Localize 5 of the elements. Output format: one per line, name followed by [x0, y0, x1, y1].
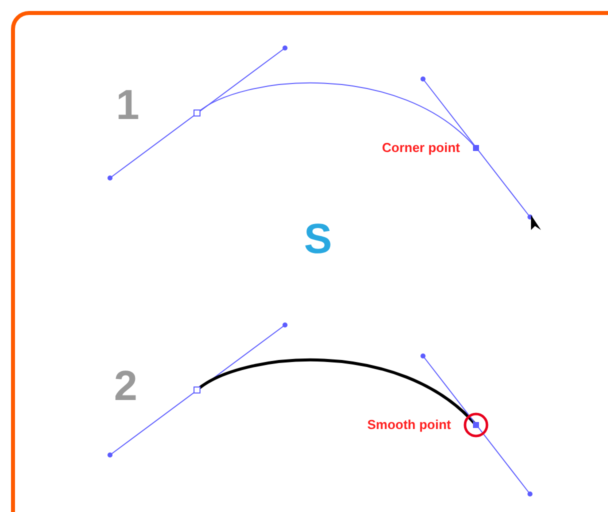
- point-label: Corner point: [382, 141, 460, 154]
- step-number: 1: [116, 84, 140, 126]
- point-label: Smooth point: [367, 418, 451, 431]
- transition-letter: S: [304, 218, 332, 260]
- step-number: 2: [114, 365, 138, 407]
